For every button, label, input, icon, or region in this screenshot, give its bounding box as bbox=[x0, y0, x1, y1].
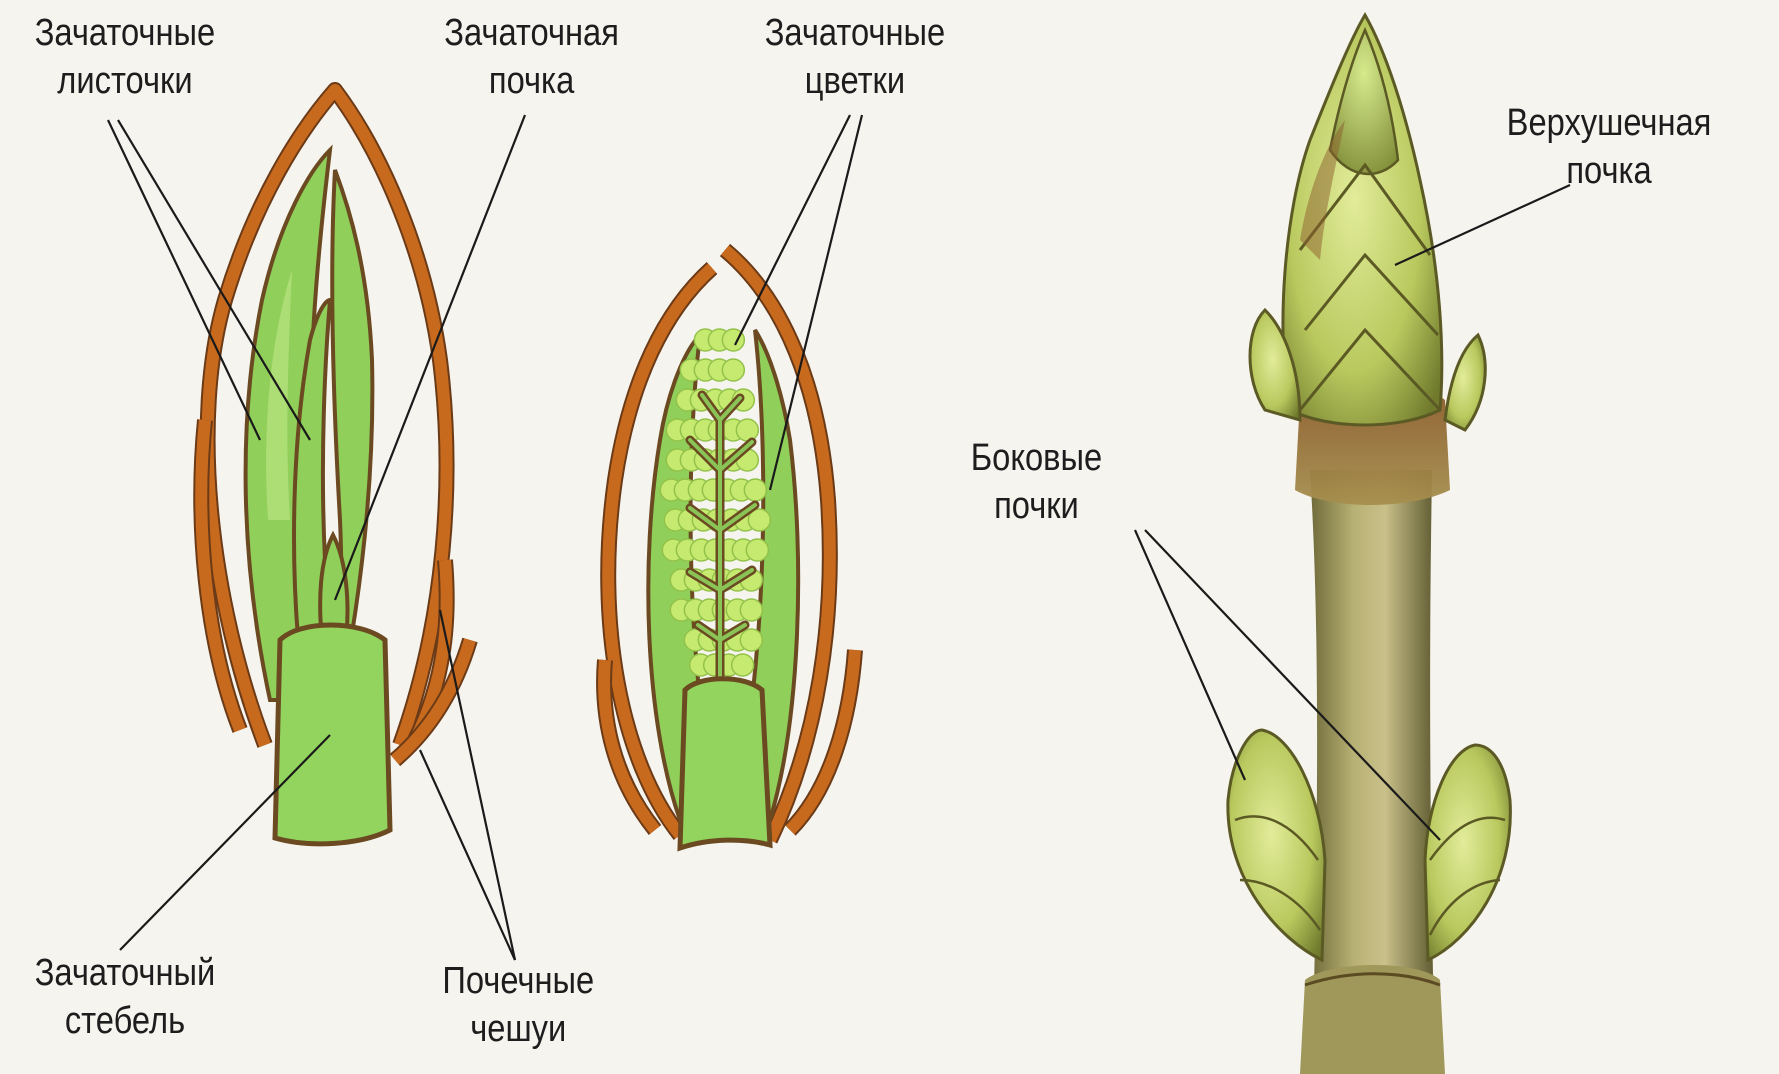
terminal-bud bbox=[1283, 15, 1442, 425]
label-terminal-bud: Верхушечная почка bbox=[1507, 100, 1712, 195]
primordial-flower bbox=[740, 629, 762, 651]
flower-bud-base bbox=[680, 679, 770, 848]
primordial-stem-shape bbox=[275, 625, 390, 844]
label-primordial-flowers: Зачаточные цветки bbox=[765, 10, 945, 105]
primordial-flower bbox=[746, 539, 768, 561]
label-primordial-leaves: Зачаточные листочки bbox=[35, 10, 215, 105]
flower-bud-diagram bbox=[604, 250, 855, 848]
label-primordial-bud: Зачаточная почка bbox=[444, 10, 619, 105]
primordial-flower bbox=[740, 599, 762, 621]
label-bud-scales: Почечные чешуи bbox=[442, 958, 594, 1053]
primordial-flower bbox=[722, 359, 744, 381]
lateral-bud-left bbox=[1228, 730, 1325, 960]
leaf-bud-diagram bbox=[201, 90, 470, 844]
primordial-flower bbox=[744, 479, 766, 501]
twig-illustration bbox=[1228, 15, 1510, 1074]
primordial-flower bbox=[732, 654, 754, 676]
label-lateral-buds: Боковые почки bbox=[971, 435, 1102, 530]
label-primordial-stem: Зачаточный стебель bbox=[35, 950, 216, 1045]
lateral-bud-right bbox=[1425, 745, 1510, 960]
primordial-flower bbox=[736, 419, 758, 441]
